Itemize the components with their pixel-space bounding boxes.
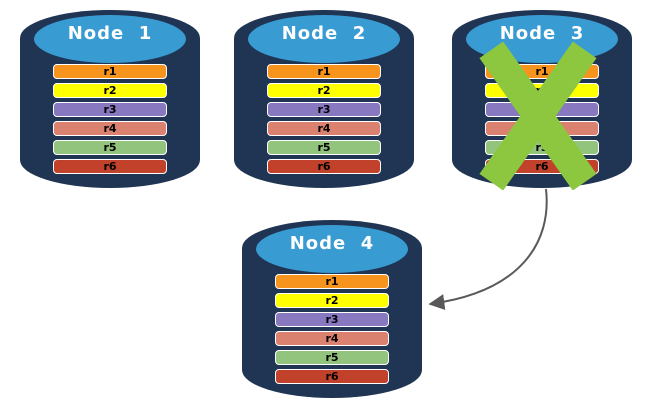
node-3-row-r1: r1 xyxy=(485,64,599,79)
node-2-title: Node 2 xyxy=(281,23,367,44)
cylinder-top xyxy=(256,225,408,273)
cylinder-top xyxy=(248,15,400,63)
arrow-curve xyxy=(428,188,548,311)
node-3-row-r6: r6 xyxy=(485,159,599,174)
node-1-row-r4: r4 xyxy=(53,121,167,136)
node-2-row-r6: r6 xyxy=(267,159,381,174)
node-2-rows: r1 r2 r3 r4 r5 r6 xyxy=(267,64,381,178)
node-2-row-r2: r2 xyxy=(267,83,381,98)
node-4-row-r4: r4 xyxy=(275,331,389,346)
node-1-rows: r1 r2 r3 r4 r5 r6 xyxy=(53,64,167,178)
node-4-title: Node 4 xyxy=(289,233,375,254)
node-3-row-r3: r3 xyxy=(485,102,599,117)
cylinder-top xyxy=(34,15,186,63)
node-4-row-r5: r5 xyxy=(275,350,389,365)
node-2: Node 2 r1 r2 r3 r4 r5 r6 xyxy=(234,8,414,190)
node-1-row-r1: r1 xyxy=(53,64,167,79)
node-1-row-r3: r3 xyxy=(53,102,167,117)
node-1-row-r6: r6 xyxy=(53,159,167,174)
node-1: Node 1 r1 r2 r3 r4 r5 r6 xyxy=(20,8,200,190)
node-2-row-r5: r5 xyxy=(267,140,381,155)
node-3-rows: r1 r2 r3 r4 r5 r6 xyxy=(485,64,599,178)
node-3-row-r5: r5 xyxy=(485,140,599,155)
node-3-row-r2: r2 xyxy=(485,83,599,98)
node-4-row-r1: r1 xyxy=(275,274,389,289)
node-2-row-r4: r4 xyxy=(267,121,381,136)
node-2-row-r1: r1 xyxy=(267,64,381,79)
node-4-rows: r1 r2 r3 r4 r5 r6 xyxy=(275,274,389,388)
node-3-row-r4: r4 xyxy=(485,121,599,136)
node-4-row-r2: r2 xyxy=(275,293,389,308)
node-3: Node 3 r1 r2 r3 r4 r5 r6 xyxy=(452,8,632,190)
node-1-row-r2: r2 xyxy=(53,83,167,98)
node-2-row-r3: r3 xyxy=(267,102,381,117)
node-4: Node 4 r1 r2 r3 r4 r5 r6 xyxy=(242,218,422,400)
node-1-title: Node 1 xyxy=(67,23,153,44)
node-4-row-r3: r3 xyxy=(275,312,389,327)
node-3-title: Node 3 xyxy=(499,23,585,44)
node-1-row-r5: r5 xyxy=(53,140,167,155)
node-4-row-r6: r6 xyxy=(275,369,389,384)
